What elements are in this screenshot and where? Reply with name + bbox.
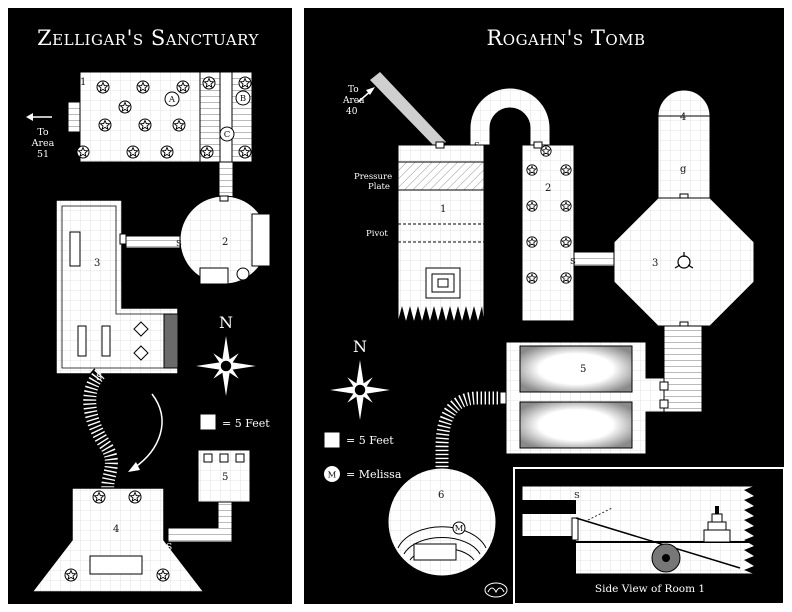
melissa-legend-label: = Melissa [346, 468, 402, 481]
scale-square-left [199, 413, 217, 431]
right-room-6 [387, 467, 497, 577]
right-room-3-label: 3 [652, 258, 658, 269]
exit-beam-area-40 [357, 72, 446, 148]
right-arch-corridor [469, 87, 551, 146]
left-secret-door-s1: S [176, 239, 182, 249]
pressure-plate-label-1: Pressure [354, 172, 392, 182]
right-curved-corridor [435, 391, 506, 470]
exit-label-to: To [37, 127, 49, 138]
scale-label-left: = 5 Feet [222, 417, 270, 430]
pivot-label: Pivot [366, 229, 388, 239]
side-view-inset [513, 467, 785, 605]
exit-label-area: Area [31, 138, 55, 149]
left-room-1 [67, 71, 253, 163]
left-room-2 [179, 195, 271, 285]
compass-north-left: N [219, 313, 233, 332]
left-corridor-3-2 [125, 235, 181, 249]
right-room-5-label: 5 [580, 364, 586, 375]
exit-40-to: To [348, 85, 359, 95]
right-room-6-label: 6 [438, 490, 444, 501]
right-room-2-label: 2 [545, 183, 551, 194]
cartographer-logo [484, 582, 508, 598]
scale-label-right: = 5 Feet [346, 434, 394, 447]
left-room-5-label: 5 [222, 472, 228, 483]
marker-a: A [168, 95, 176, 105]
right-room-3 [613, 197, 755, 329]
left-room-2-label: 2 [222, 237, 228, 248]
right-corridor-2-3 [573, 251, 615, 267]
inset-secret-door: S [574, 491, 580, 501]
marker-b: B [240, 94, 246, 104]
melissa-map-marker: M [455, 524, 464, 534]
right-stair-3-5 [663, 325, 703, 413]
descending-arrow [128, 393, 163, 472]
left-secret-door-s3: S [166, 543, 172, 553]
right-secret-door-s2: S [570, 257, 576, 267]
right-room-g-label: g [680, 164, 687, 175]
left-winding-stair-outline [81, 368, 120, 492]
scale-square-right [323, 431, 341, 449]
left-corridor-1-2 [218, 161, 234, 199]
left-room-3 [55, 199, 179, 375]
left-room-4 [30, 487, 206, 593]
exit-arrow-area-51 [26, 113, 52, 121]
melissa-legend-icon [324, 466, 340, 482]
exit-40-area: Area [342, 96, 365, 106]
right-room-1 [397, 141, 485, 322]
right-room-4 [657, 89, 711, 201]
right-room-2 [521, 141, 575, 322]
pressure-plate-label-2: Plate [368, 182, 390, 192]
left-room-3-label: 3 [94, 258, 100, 269]
left-secret-door-s2: S [96, 373, 102, 383]
right-room-4-label: 4 [680, 112, 686, 123]
right-room-1-label: 1 [440, 204, 446, 215]
left-room-5 [197, 449, 251, 503]
left-room-4-label: 4 [113, 524, 119, 535]
compass-rose-left [196, 336, 256, 396]
left-room-1-label: 1 [80, 77, 86, 88]
marker-c: C [224, 130, 231, 140]
exit-40-number: 40 [346, 107, 358, 117]
melissa-legend-marker: M [328, 471, 337, 481]
right-room-5 [505, 341, 669, 455]
right-door-5-corridor [499, 391, 507, 405]
side-view-caption: Side View of Room 1 [595, 583, 705, 595]
compass-rose-right [330, 360, 390, 420]
left-map-title: Zelligar's Sanctuary [37, 26, 259, 50]
compass-north-right: N [353, 337, 367, 356]
exit-label-number: 51 [37, 149, 49, 160]
right-map-title: Rogahn's Tomb [486, 26, 645, 50]
